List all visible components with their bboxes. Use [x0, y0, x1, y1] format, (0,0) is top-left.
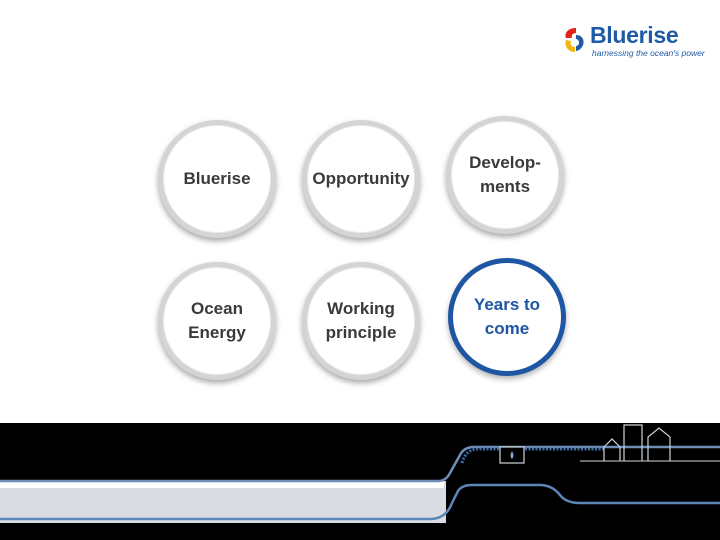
- power-cable: [460, 447, 604, 464]
- nav-circle-ocean-energy[interactable]: Ocean Energy: [158, 262, 276, 380]
- house-icon: [603, 438, 621, 461]
- house-icon: [647, 427, 671, 461]
- bluerise-logo: Bluerise harnessing the ocean's power: [562, 22, 705, 58]
- intake-pipeline: [0, 483, 720, 521]
- shoreline-profile: [0, 445, 720, 483]
- nav-circle-label: Opportunity: [312, 169, 410, 188]
- nav-circle-label: Years to come: [473, 295, 541, 338]
- nav-circle-working-principle[interactable]: Working principle: [302, 262, 420, 380]
- nav-circle-years-to-come[interactable]: Years to come: [448, 258, 566, 376]
- nav-circle-label: Bluerise: [183, 169, 251, 188]
- brand-name: Bluerise: [590, 22, 679, 48]
- water-drop-icon: [510, 451, 514, 459]
- nav-circle-label: Ocean Energy: [188, 299, 246, 342]
- nav-circle-label: Working principle: [325, 299, 397, 342]
- nav-circle-bluerise[interactable]: Bluerise: [158, 120, 276, 238]
- ocean-water-band: [0, 481, 446, 523]
- nav-circle-opportunity[interactable]: Opportunity: [302, 120, 420, 238]
- brand-tagline: harnessing the ocean's power: [592, 48, 705, 58]
- nav-circle-label: Develop- ments: [469, 153, 541, 196]
- tower-icon: [623, 424, 643, 461]
- nav-circle-developments[interactable]: Develop- ments: [446, 116, 564, 234]
- bluerise-logo-mark-icon: [565, 28, 584, 52]
- ocean-pipeline-banner: [0, 423, 720, 540]
